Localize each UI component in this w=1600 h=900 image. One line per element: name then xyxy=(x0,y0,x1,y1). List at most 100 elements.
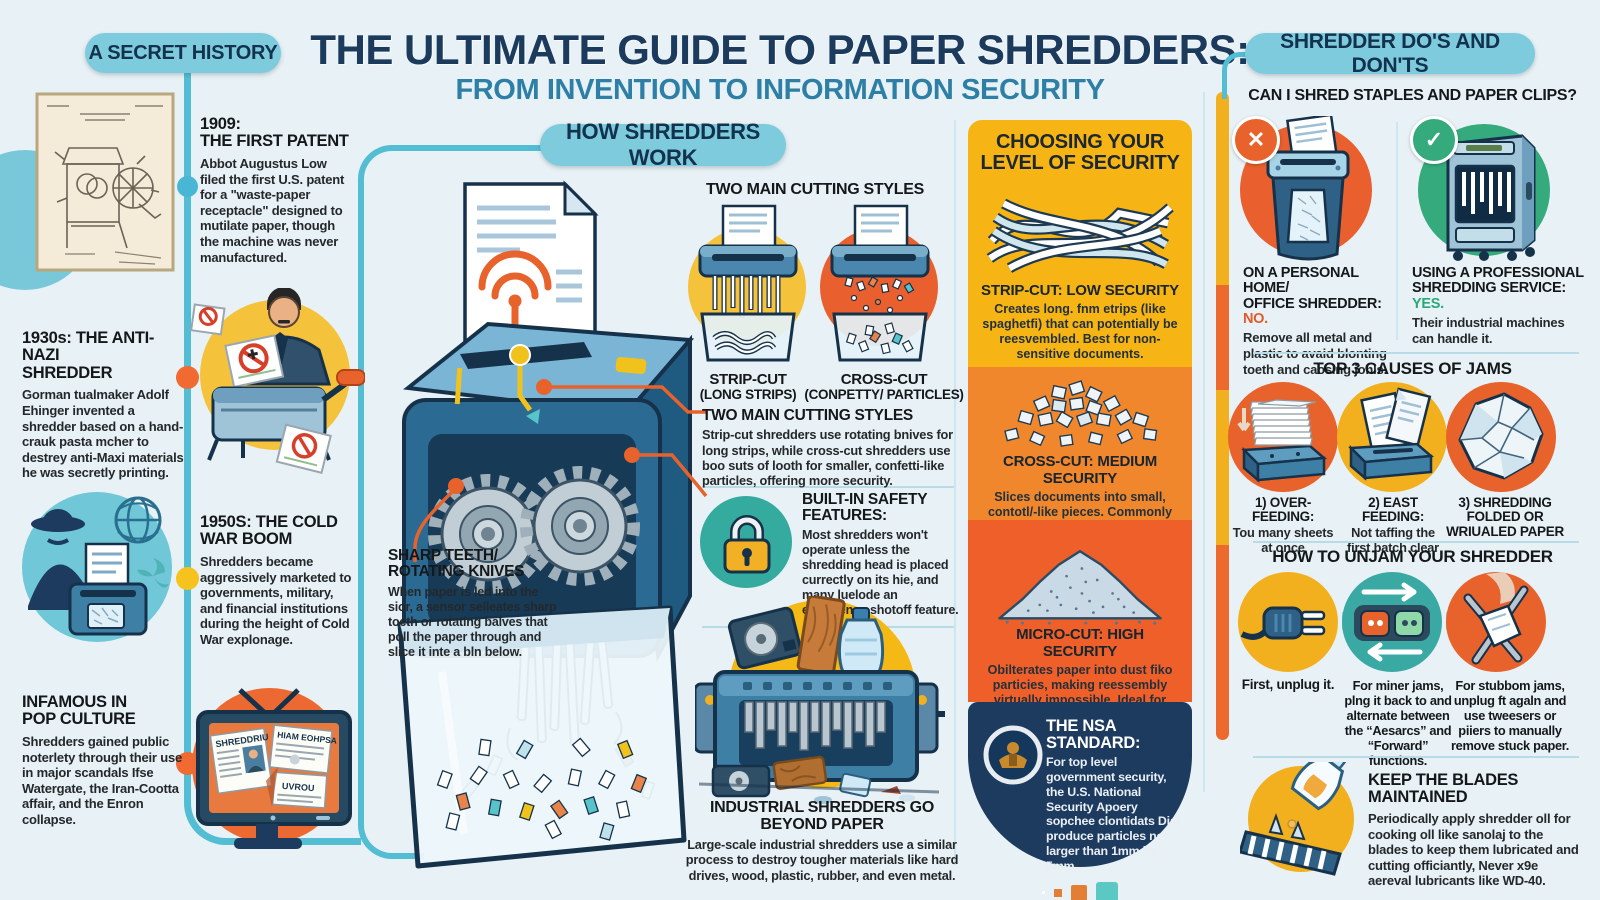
safety-heading: BUILT-IN SAFETY FEATURES: xyxy=(802,491,927,525)
unjam-step2: For miner jams, plng it back to and alte… xyxy=(1344,678,1452,769)
patent-drawing-icon xyxy=(35,92,175,272)
strip-security-heading: STRIP-CUT: LOW SECURITY xyxy=(981,282,1179,300)
jam1-heading: 1) OVER-FEEDING: xyxy=(1251,495,1315,525)
padlock-icon xyxy=(712,506,782,578)
industrial-body: Large-scale industrial shredders use a s… xyxy=(685,836,959,883)
divider-center-security xyxy=(954,120,956,865)
tv-scandals-icon: SHREDDRIU HIAM EOHPSA UVROU xyxy=(178,686,368,861)
strip-cut-sublabel: (LONG STRIPS) xyxy=(699,386,797,402)
coldwar-spy-icon xyxy=(18,488,178,648)
history-item-1909: 1909: THE FIRST PATENT Abbot Augustus Lo… xyxy=(200,115,352,265)
sharp-teeth-body: When paper is led into the sior, a senso… xyxy=(388,584,557,659)
blades-heading: KEEP THE BLADES MAINTAINED xyxy=(1368,771,1519,807)
dos-donts-header: SHREDDER DO'S AND DON'TS xyxy=(1245,30,1535,77)
history-1930s-heading: 1930s: THE ANTI-NAZI SHREDDER xyxy=(22,329,155,382)
fast-feeding-icon xyxy=(1337,382,1447,492)
center-panel-border xyxy=(358,145,548,211)
right-pill-connector xyxy=(1222,52,1255,99)
no-card-title: ON A PERSONAL HOME/ OFFICE SHREDDER: xyxy=(1243,265,1382,312)
cross-pile-icon xyxy=(1004,380,1158,447)
cutting-styles-paragraph: TWO MAIN CUTTING STYLES Strip-cut shredd… xyxy=(702,407,958,489)
antinazi-shredder-icon xyxy=(185,288,365,478)
nsa-seal-icon xyxy=(982,724,1044,786)
history-pop-body: Shredders gained public noterlety throug… xyxy=(22,733,183,827)
secret-history-header: A SECRET HISTORY xyxy=(85,33,281,73)
cutting-styles-para-body: Strip-cut shredders use rotating bnives … xyxy=(702,427,953,489)
sharp-teeth-heading: SHARP TEETH/ ROTATING KNIVES xyxy=(388,547,525,581)
yes-card-verdict: YES. xyxy=(1412,295,1444,312)
divider-5 xyxy=(1253,756,1579,758)
history-item-1950s: 1950S: THE COLD WAR BOOM Shredders becam… xyxy=(200,513,358,648)
nsa-standard-card: THE NSA STANDARD: For top level governme… xyxy=(968,702,1192,900)
cutting-styles-title: TWO MAIN CUTTING STYLES xyxy=(706,181,924,198)
divider-1 xyxy=(702,486,954,488)
dos-donts-label: SHREDDER DO'S AND DON'TS xyxy=(1280,29,1500,77)
check-badge-icon: ✓ xyxy=(1410,116,1458,164)
timeline-dot-1930s xyxy=(176,366,199,389)
nsa-heading: THE NSA STANDARD: xyxy=(1046,717,1141,753)
blades-block: KEEP THE BLADES MAINTAINED Periodically … xyxy=(1368,771,1583,889)
industrial-block: INDUSTRIAL SHREDDERS GO BEYOND PAPER Lar… xyxy=(682,799,962,883)
history-item-1930s: 1930s: THE ANTI-NAZI SHREDDER Gorman tua… xyxy=(22,329,184,481)
timeline-dot-1909 xyxy=(177,176,198,197)
overfeeding-icon xyxy=(1228,382,1338,492)
yes-card-text: USING A PROFESSIONAL SHREDDING SERVICE: … xyxy=(1412,265,1584,346)
center-panel-border-2 xyxy=(358,205,424,859)
title-line2: FROM INVENTION TO INFORMATION SECURITY xyxy=(455,74,1105,106)
nsa-body: For top level government security, the U… xyxy=(1046,754,1181,874)
divider-security-right xyxy=(1203,92,1205,792)
tweezers-icon xyxy=(1446,572,1546,672)
jam2-heading: 2) EAST FEEDING: xyxy=(1361,495,1425,525)
jam3-label: 3) SHREDDING FOLDED OR WRIUALED PAPER xyxy=(1446,495,1564,539)
jam3-heading: 3) SHREDDING xyxy=(1458,495,1552,510)
timeline-dot-1950s xyxy=(176,567,199,590)
strip-cut-caption: STRIP-CUT (LONG STRIPS) xyxy=(672,372,824,402)
history-pop-heading: INFAMOUS IN POP CULTURE xyxy=(22,693,136,729)
industrial-shredder-icon xyxy=(695,596,945,808)
history-1950s-heading: 1950S: THE COLD WAR BOOM xyxy=(200,513,338,549)
oil-bottle-icon xyxy=(1240,762,1366,878)
x-badge-icon: ✕ xyxy=(1232,116,1280,164)
right-accent-stripe xyxy=(1216,92,1229,740)
divider-no-yes xyxy=(1396,122,1398,340)
staples-question: CAN I SHRED STAPLES AND PAPER CLIPS? xyxy=(1248,87,1577,104)
yes-card-title: USING A PROFESSIONAL SHREDDING SERVICE: xyxy=(1412,265,1584,297)
divider-4 xyxy=(1253,541,1579,543)
unjam-title: HOW TO UNJAM YOUR SHREDDER xyxy=(1272,547,1553,566)
micro-pile-icon xyxy=(998,550,1162,625)
title-line1: THE ULTIMATE GUIDE TO PAPER SHREDDERS: xyxy=(310,26,1250,73)
jam1-label: 1) OVER-FEEDING: Tou many sheets at once xyxy=(1225,495,1341,555)
how-shredders-work-header: HOW SHREDDERS WORK xyxy=(540,119,786,170)
plug-icon xyxy=(1238,572,1338,672)
blades-body: Periodically apply shredder oll for cook… xyxy=(1368,810,1579,889)
unjam-step1: First, unplug it. xyxy=(1241,677,1335,692)
strip-cut-icon xyxy=(688,202,808,367)
security-strip-card: CHOOSING YOUR LEVEL OF SECURITY STRIP-CU… xyxy=(968,120,1192,367)
industrial-heading: INDUSTRIAL SHREDDERS GO BEYOND PAPER xyxy=(710,799,934,833)
jam2-body: Not taffing the first batch clear xyxy=(1347,524,1439,555)
sharp-teeth-block: SHARP TEETH/ ROTATING KNIVES When paper … xyxy=(388,547,560,660)
cross-cut-sublabel: (CONPETTY/ PARTICLES) xyxy=(804,386,964,402)
no-card-verdict: NO. xyxy=(1243,311,1268,328)
nsa-particle-sizes xyxy=(978,881,1182,900)
security-cross-card: CROSS-CUT: MEDIUM SECURITY Slices docume… xyxy=(968,367,1192,534)
cross-cut-icon xyxy=(820,202,940,367)
jam2-label: 2) EAST FEEDING: Not taffing the first b… xyxy=(1336,495,1450,555)
history-1909-body: Abbot Augustus Low filed the first U.S. … xyxy=(200,155,345,265)
strip-cut-label: STRIP-CUT xyxy=(709,371,787,388)
divider-3 xyxy=(1253,352,1579,354)
history-1930s-body: Gorman tualmaker Adolf Ehinger invented … xyxy=(22,387,184,481)
history-item-popculture: INFAMOUS IN POP CULTURE Shredders gained… xyxy=(22,693,187,828)
cross-cut-caption: CROSS-CUT (CONPETTY/ PARTICLES) xyxy=(804,372,964,402)
strip-security-body: Creates long. fnm etrips (like spaghetfi… xyxy=(982,302,1178,362)
jam1-body: Tou many sheets at once xyxy=(1232,524,1334,555)
security-header: CHOOSING YOUR LEVEL OF SECURITY xyxy=(980,131,1180,175)
tv-headline-3: UVROU xyxy=(282,781,315,793)
security-micro-card: MICRO-CUT: HIGH SECURITY Obilterates pap… xyxy=(968,520,1192,722)
yes-card-body: Their industrial machines can handle it. xyxy=(1412,315,1565,346)
industrial-cabinet-icon xyxy=(1424,122,1546,262)
micro-security-heading: MICRO-CUT: HIGH SECURITY xyxy=(1016,626,1144,660)
strip-pile-icon xyxy=(986,199,1174,274)
reverse-forward-icon xyxy=(1342,572,1442,672)
